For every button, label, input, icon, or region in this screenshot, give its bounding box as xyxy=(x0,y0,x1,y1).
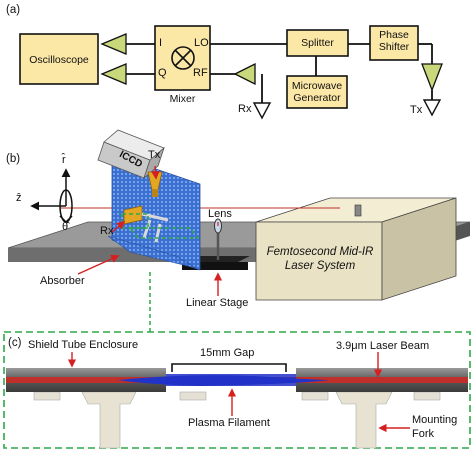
laser-output-port xyxy=(354,204,362,217)
panel-a-block-diagram xyxy=(19,25,443,120)
amplifier-q-icon xyxy=(100,63,127,85)
phase-shifter-block xyxy=(369,25,419,61)
amplifier-i-icon xyxy=(100,33,127,55)
rx-antenna-icon xyxy=(252,102,272,120)
linear-stage xyxy=(182,262,248,270)
amplifier-rx-icon xyxy=(233,62,256,86)
mixer-symbol-icon xyxy=(171,46,195,70)
mounting-fork-left xyxy=(81,391,137,449)
oscilloscope-block xyxy=(19,33,99,85)
microwave-generator-block xyxy=(286,75,348,109)
tx-antenna-icon xyxy=(422,99,442,117)
splitter-block xyxy=(286,29,349,57)
mounting-fork-right xyxy=(335,391,393,449)
amplifier-tx-icon xyxy=(421,63,443,92)
rx-horn-antenna xyxy=(123,205,143,225)
detail-frame xyxy=(3,331,471,449)
iccd-camera xyxy=(143,146,165,180)
panel-b-3d-setup xyxy=(7,129,471,301)
coordinate-axes xyxy=(30,168,73,224)
absorber-wall xyxy=(111,153,201,271)
panel-c-filament-detail xyxy=(3,331,471,449)
gap-bracket xyxy=(171,363,287,372)
laser-system-box xyxy=(255,221,383,301)
